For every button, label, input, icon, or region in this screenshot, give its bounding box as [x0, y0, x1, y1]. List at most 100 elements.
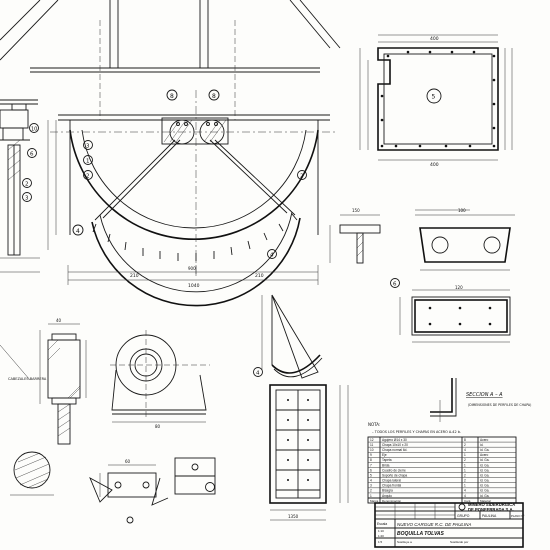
escala-value: 1:20: [378, 534, 384, 538]
long-frame-elevation: 4: [253, 367, 349, 521]
roller-detail: CABEZALES BARRERA: [0, 323, 87, 445]
callout-num: 1: [86, 159, 90, 165]
parts-list-cell: Agujero Ø14 x 30: [382, 438, 407, 442]
hub-wheel: [110, 330, 210, 423]
callout-num: 2: [25, 182, 29, 188]
group-label: GRUPO: [457, 514, 470, 518]
cabezal-label: CABEZALES BARRERA: [8, 377, 47, 381]
parts-list-cell: 2: [464, 443, 466, 447]
subject-name: BOQUILLA TOLVAS: [397, 531, 445, 537]
bracket-detail: [329, 209, 515, 271]
callout-num: 4: [256, 371, 260, 377]
callout-num: 4: [270, 253, 274, 259]
parts-list-cell: Soporte de chapa: [382, 473, 407, 477]
parts-list-cell: Chapa normal 6d.: [382, 448, 407, 452]
dim-text: 60: [125, 459, 131, 464]
parts-list-cell: 1: [464, 453, 466, 457]
parts-list-cell: id. Ga.: [480, 484, 490, 488]
parts-list-cell: 12: [370, 438, 374, 442]
parts-list-header: Denominación: [382, 499, 402, 503]
parts-list-cell: 2: [464, 479, 466, 483]
group-value: PAULINA: [482, 514, 497, 518]
callout-num: 4: [76, 228, 80, 235]
dim-text: 100: [458, 208, 466, 213]
parts-list-cell: 1: [464, 484, 466, 488]
escala-label: Escala: [377, 522, 387, 526]
dim-text: 900: [188, 266, 196, 271]
section-a-a: SECCION A – A (DIMENSIONES DE PERFILES D…: [430, 378, 531, 422]
base-plate-detail-6: 6: [390, 278, 511, 343]
parts-list-cell: 4: [464, 489, 466, 493]
dim-text: 120: [455, 285, 463, 290]
company-line2: DE PONFERRADA S.A.: [468, 507, 514, 512]
parts-list-cell: id. Ga.: [480, 479, 490, 483]
gate-side-view: [0, 99, 40, 273]
parts-list-cell: 4: [370, 479, 372, 483]
dim-text: 400: [430, 162, 439, 168]
parts-list-cell: 10: [370, 448, 374, 452]
callout-num: 10: [31, 127, 37, 133]
company-line1: MINERO SIDERURGICA: [468, 502, 515, 507]
secondary-dimension-texts: 150 100 120 40 80 60 1350 900: [56, 208, 466, 519]
callout-numbers: 8 8 3 1 2 4 2 4 10 6 2 3: [25, 93, 304, 259]
parts-list-cell: Brida: [382, 463, 390, 467]
parts-list-cell: Acero: [480, 453, 489, 457]
callout-num: 2: [300, 174, 304, 180]
escala-value: 1:10: [378, 529, 384, 533]
parts-list-cell: Ángulo: [382, 494, 392, 498]
parts-list-cell: 1: [464, 468, 466, 472]
substituted-by-label: Sustituido por: [450, 540, 468, 544]
callout-num: 6: [30, 152, 34, 158]
hopper-walls: [0, 0, 341, 120]
parts-list-cell: 11: [370, 443, 374, 447]
parts-list-cell: id. Ga.: [480, 489, 490, 493]
parts-list-cell: Chapa frontal: [382, 484, 401, 488]
section-title: SECCION A – A: [466, 392, 503, 398]
callout-num: 8: [170, 93, 174, 100]
callout-num: 5: [432, 94, 436, 101]
notes-block: NOTA: – TODOS LOS PERFILES Y CHAPAS EN A…: [368, 422, 461, 434]
parts-list-cell: 1: [464, 463, 466, 467]
notes-line: – TODOS LOS PERFILES Y CHAPAS EN ACERO A…: [372, 430, 461, 434]
callout-num: 6: [393, 282, 397, 288]
dim-text: 40: [56, 318, 62, 323]
parts-list-cell: id. Ga.: [480, 463, 490, 467]
title-block: MINERO SIDERURGICA DE PONFERRADA S.A. GR…: [374, 502, 524, 548]
parts-list-cell: Chapa 10x10 x 20: [382, 443, 408, 447]
callout-num: 2: [86, 174, 90, 180]
callout-balloons: [22, 89, 307, 259]
triangular-bracket: [261, 294, 323, 379]
parts-list-cell: 3: [370, 484, 372, 488]
parts-list-header: Marca: [370, 499, 379, 503]
dim-text: 400: [430, 36, 439, 42]
escala-value: 1:5: [378, 540, 383, 544]
parts-list-cell: 4: [464, 448, 466, 452]
dim-text: 1040: [188, 283, 200, 289]
parts-list-header: Cant.: [464, 499, 471, 503]
main-dimension-texts: 210 210 1040: [130, 273, 264, 289]
parts-list-cell: id. Ga.: [480, 494, 490, 498]
dim-text: 1350: [288, 514, 299, 519]
parts-list-cell: Acero: [480, 438, 489, 442]
plate-detail-5: 5 400 400: [359, 34, 513, 168]
callout-num: 3: [25, 196, 29, 202]
parts-list-cell: Cuadro de cierre: [382, 468, 406, 472]
parts-list-cell: 8: [370, 458, 372, 462]
dim-text: 80: [155, 424, 161, 429]
parts-list-cell: Bisagra: [382, 489, 393, 493]
parts-list-cell: 2: [464, 473, 466, 477]
parts-list-header: Material: [480, 499, 491, 503]
dim-text: 210: [255, 273, 264, 279]
parts-list-cell: id.: [480, 443, 483, 447]
gate-front-view: [47, 90, 335, 307]
dim-text: 210: [130, 273, 139, 279]
plano-label: PLANO Nº: [511, 514, 524, 518]
company-logo: [458, 503, 466, 511]
dim-text: 150: [352, 208, 360, 213]
parts-list-cell: Tapeta: [382, 458, 392, 462]
parts-list-cell: 6: [370, 468, 372, 472]
parts-list-cell: 2: [464, 458, 466, 462]
